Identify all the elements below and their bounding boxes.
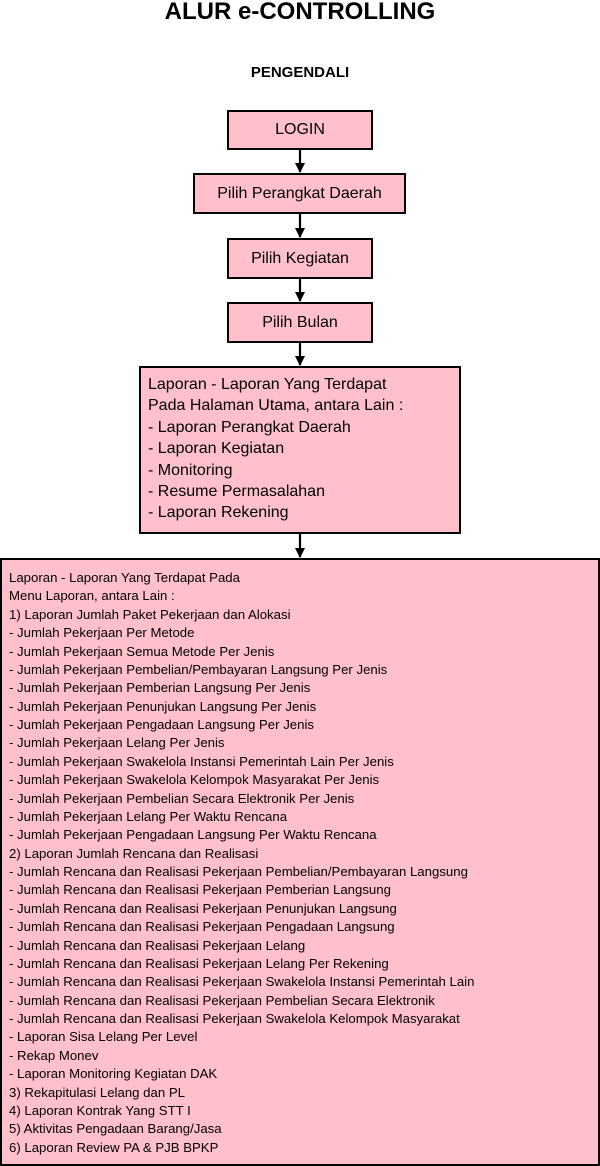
menu-box-line: - Laporan Sisa Lelang Per Level [9, 1029, 198, 1045]
menu-box-line: - Laporan Monitoring Kegiatan DAK [9, 1066, 218, 1082]
diagram-title: ALUR e-CONTROLLING [164, 0, 436, 25]
reports-box-line: Laporan - Laporan Yang Terdapat [148, 376, 387, 393]
step-pilih-kegiatan-box: Pilih Kegiatan [227, 238, 373, 279]
menu-box-line: - Jumlah Pekerjaan Pemberian Langsung Pe… [9, 680, 311, 696]
menu-box-line: - Jumlah Pekerjaan Semua Metode Per Jeni… [9, 643, 275, 659]
menu-box-line: - Jumlah Rencana dan Realisasi Pekerjaan… [9, 937, 306, 953]
menu-box-line: - Jumlah Rencana dan Realisasi Pekerjaan… [9, 974, 475, 990]
menu-box-line: - Jumlah Rencana dan Realisasi Pekerjaan… [9, 919, 395, 935]
menu-box-line: - Jumlah Pekerjaan Pengadaan Langsung Pe… [9, 827, 377, 843]
menu-box-line: 6) Laporan Review PA & PJB BPKP [9, 1139, 219, 1155]
menu-box-line: - Jumlah Rencana dan Realisasi Pekerjaan… [9, 955, 389, 971]
reports-box-line: - Laporan Kegiatan [148, 440, 285, 458]
menu-box-line: Menu Laporan, antara Lain : [9, 588, 175, 604]
reports-box-line: - Laporan Perangkat Daerah [148, 418, 351, 436]
menu-box-line: - Jumlah Rencana dan Realisasi Pekerjaan… [9, 1011, 460, 1026]
menu-box-line: - Jumlah Pekerjaan Pengadaan Langsung Pe… [9, 717, 314, 732]
step-pilih-kegiatan-label: Pilih Kegiatan [251, 249, 349, 267]
menu-box-line: 2) Laporan Jumlah Rencana dan Realisasi [9, 845, 259, 861]
diagram-subtitle: PENGENDALI [250, 64, 350, 81]
menu-box-line: - Jumlah Pekerjaan Lelang Per Waktu Renc… [9, 808, 288, 824]
menu-box-line: - Jumlah Pekerjaan Pembelian Secara Elek… [9, 790, 355, 806]
menu-box-line: - Rekap Monev [9, 1047, 99, 1063]
menu-box-line: 5) Aktivitas Pengadaan Barang/Jasa [9, 1121, 222, 1137]
menu-box-line: - Jumlah Rencana dan Realisasi Pekerjaan… [9, 992, 435, 1008]
menu-box-line: - Jumlah Pekerjaan Swakelola Kelompok Ma… [9, 772, 380, 788]
menu-box-line: - Jumlah Pekerjaan Penunjukan Langsung P… [9, 698, 317, 714]
step-login-box: LOGIN [227, 110, 373, 150]
step-login-label: LOGIN [275, 121, 325, 138]
step-pilih-bulan-box: Pilih Bulan [227, 302, 373, 343]
reports-box-line: - Laporan Rekening [148, 504, 289, 522]
step-pilih-perangkat-daerah-box: Pilih Perangkat Daerah [193, 173, 406, 214]
reports-main-page-box: Laporan - Laporan Yang Terdapat Pada Hal… [139, 366, 461, 534]
menu-box-line: - Jumlah Rencana dan Realisasi Pekerjaan… [9, 864, 468, 879]
menu-box-line: - Jumlah Pekerjaan Per Metode [9, 625, 195, 641]
menu-box-line: Laporan - Laporan Yang Terdapat Pada [9, 570, 240, 585]
reports-box-line: Pada Halaman Utama, antara Lain : [148, 397, 404, 415]
menu-box-line: 1) Laporan Jumlah Paket Pekerjaan dan Al… [9, 606, 291, 622]
menu-box-line: - Jumlah Pekerjaan Lelang Per Jenis [9, 735, 225, 751]
menu-box-line: - Jumlah Rencana dan Realisasi Pekerjaan… [9, 900, 397, 916]
menu-box-line: - Jumlah Pekerjaan Pembelian/Pembayaran … [9, 661, 388, 677]
reports-box-line: - Monitoring [148, 461, 233, 479]
step-pilih-perangkat-daerah-label: Pilih Perangkat Daerah [217, 184, 382, 202]
menu-box-line: 3) Rekapitulasi Lelang dan PL [9, 1084, 185, 1100]
reports-menu-box: Laporan - Laporan Yang Terdapat Pada Men… [0, 558, 600, 1166]
menu-box-line: - Jumlah Rencana dan Realisasi Pekerjaan… [9, 882, 391, 898]
reports-box-line: - Resume Permasalahan [148, 483, 325, 501]
menu-box-line: 4) Laporan Kontrak Yang STT I [9, 1102, 191, 1118]
step-pilih-bulan-label: Pilih Bulan [262, 313, 338, 331]
menu-box-line: - Jumlah Pekerjaan Swakelola Instansi Pe… [9, 753, 394, 769]
